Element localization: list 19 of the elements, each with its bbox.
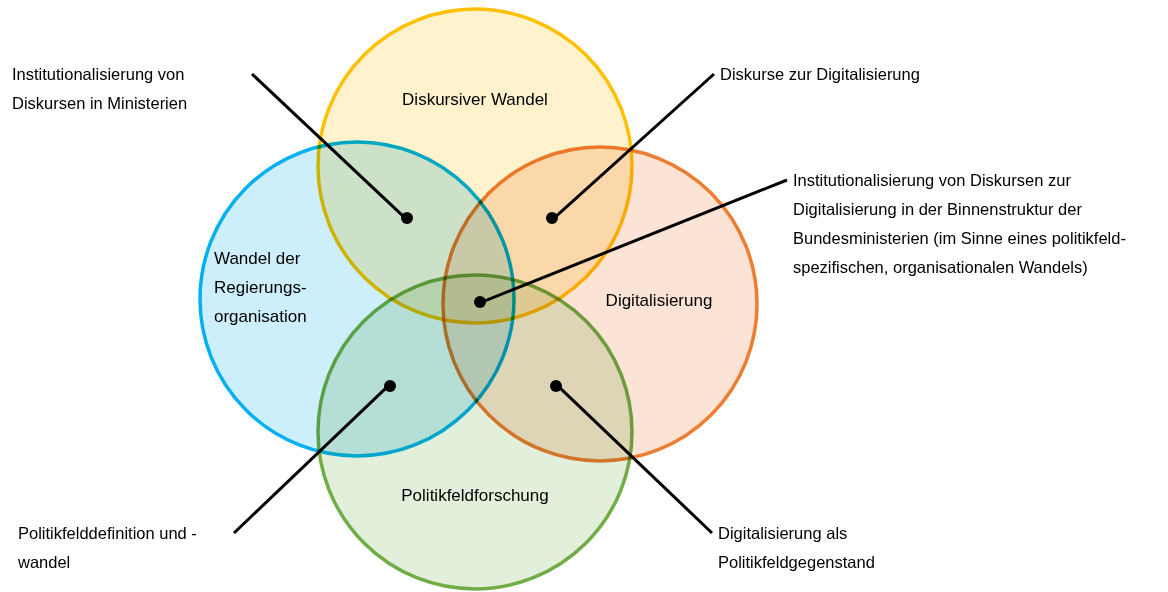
leader-dot [384, 380, 396, 392]
circle-label: Politikfeldforschung [400, 485, 550, 507]
leader-dot [550, 380, 562, 392]
circle-label: Wandel der Regierungs-organisation [214, 248, 308, 328]
leader-line [232, 387, 387, 535]
leader-line [484, 178, 788, 303]
circle-label: Digitalisierung [604, 290, 714, 312]
annotation-text: Diskurse zur Digitalisierung [720, 64, 921, 85]
leader-dot [546, 212, 558, 224]
leader-line [555, 72, 715, 217]
leader-line [250, 72, 404, 217]
circle-label: Diskursiver Wandel [401, 89, 549, 111]
annotation-text: Digitalisierung als Politikfeldgegenstand [718, 523, 876, 573]
annotation-text: Institutionalisierung von Diskursen in Ministerien [12, 64, 189, 114]
annotation-text: Institutionalisierung von Diskursen zur Digitalisierung in der Binnenstruktur der Bundesministerien (im Sinne eines politikfeld-spezifischen, organisationalen Wandels) [793, 170, 1127, 278]
leader-dot [474, 296, 486, 308]
leader-line [559, 387, 714, 535]
annotation-text: Politikfelddefinition und -wandel [18, 523, 198, 573]
leader-dot [401, 212, 413, 224]
